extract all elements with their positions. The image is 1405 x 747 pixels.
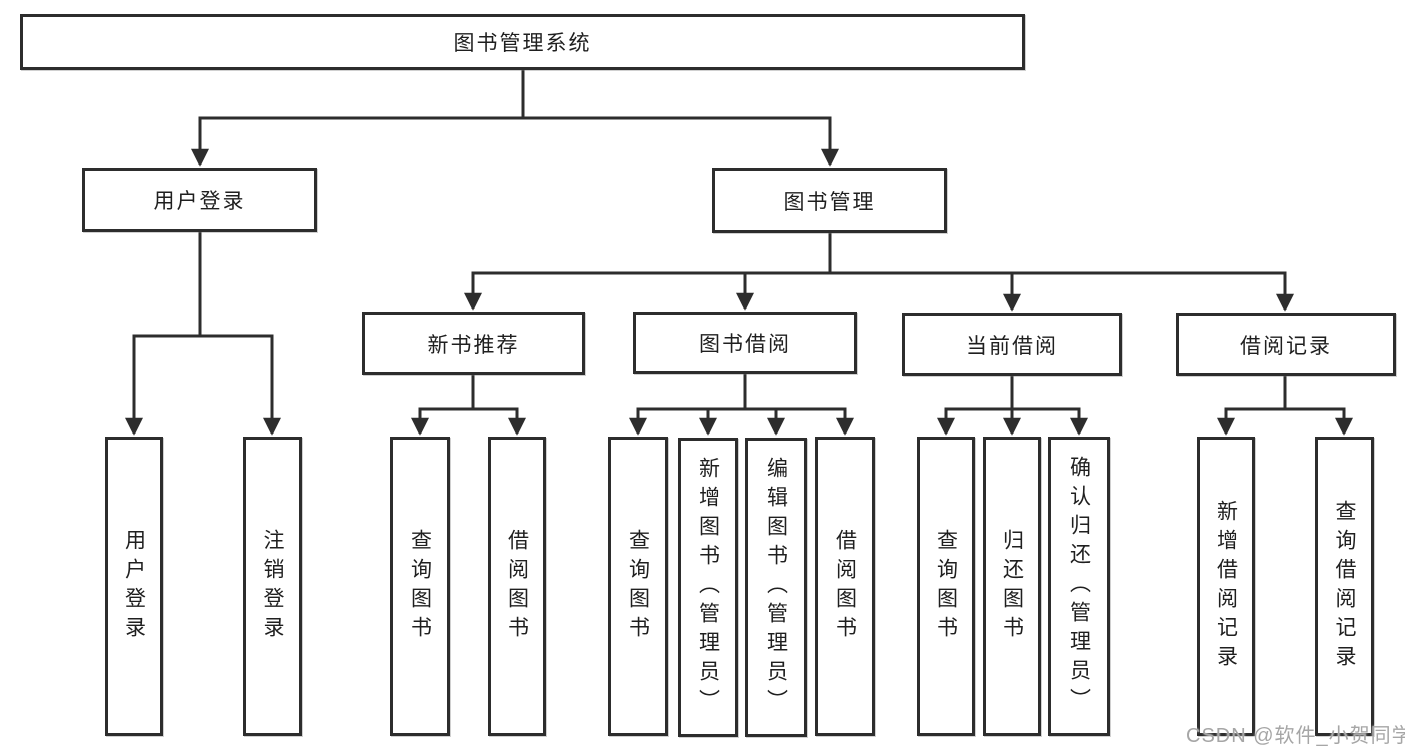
leaf-newbook-borrow-book: 借阅图书 [488,437,546,736]
node-book-management-branch: 图书管理 [712,168,947,233]
node-new-book-recommend: 新书推荐 [362,312,585,375]
leaf-logout-login: 注销登录 [243,437,302,736]
leaf-confirm-return-admin-label: 确认归还（管理员） [1067,456,1091,717]
leaf-newbook-query-book: 查询图书 [390,437,450,736]
leaf-add-borrow-record: 新增借阅记录 [1197,437,1255,736]
leaf-newbook-borrow-book-label: 借阅图书 [505,528,529,645]
leaf-add-borrow-record-label: 新增借阅记录 [1214,499,1238,674]
leaf-edit-book-admin-label: 编辑图书（管理员） [764,457,788,718]
leaf-query-borrow-record: 查询借阅记录 [1315,437,1374,736]
node-user-login-branch-label: 用户登录 [153,190,246,213]
node-borrow-records: 借阅记录 [1176,313,1396,376]
leaf-return-book: 归还图书 [983,437,1041,736]
leaf-add-book-admin-label: 新增图书（管理员） [696,457,720,718]
node-book-borrow-label: 图书借阅 [699,333,791,356]
leaf-borrow-borrow-book: 借阅图书 [815,437,875,736]
node-current-borrow: 当前借阅 [902,313,1122,376]
csdn-watermark: CSDN @软件_小贺同学 [1186,725,1405,747]
leaf-borrow-query-book: 查询图书 [608,437,668,736]
leaf-confirm-return-admin: 确认归还（管理员） [1048,437,1110,736]
leaf-add-book-admin: 新增图书（管理员） [678,438,738,737]
leaf-query-borrow-record-label: 查询借阅记录 [1333,499,1356,674]
leaf-user-login-label: 用户登录 [122,528,146,645]
leaf-borrow-query-book-label: 查询图书 [626,528,650,645]
node-new-book-recommend-label: 新书推荐 [427,333,520,357]
node-root-system-label: 图书管理系统 [453,32,592,55]
leaf-return-book-label: 归还图书 [1000,528,1024,645]
leaf-logout-login-label: 注销登录 [261,528,284,645]
leaf-current-query-book: 查询图书 [917,437,975,736]
node-book-borrow: 图书借阅 [633,312,857,374]
node-book-management-branch-label: 图书管理 [783,190,876,214]
leaf-newbook-query-book-label: 查询图书 [408,528,432,645]
leaf-borrow-borrow-book-label: 借阅图书 [833,528,857,645]
node-user-login-branch: 用户登录 [82,168,317,232]
node-current-borrow-label: 当前借阅 [966,334,1058,358]
node-root-system: 图书管理系统 [20,14,1025,70]
leaf-user-login: 用户登录 [105,437,163,736]
leaf-current-query-book-label: 查询图书 [934,528,958,645]
node-borrow-records-label: 借阅记录 [1240,334,1332,358]
leaf-edit-book-admin: 编辑图书（管理员） [745,438,807,737]
